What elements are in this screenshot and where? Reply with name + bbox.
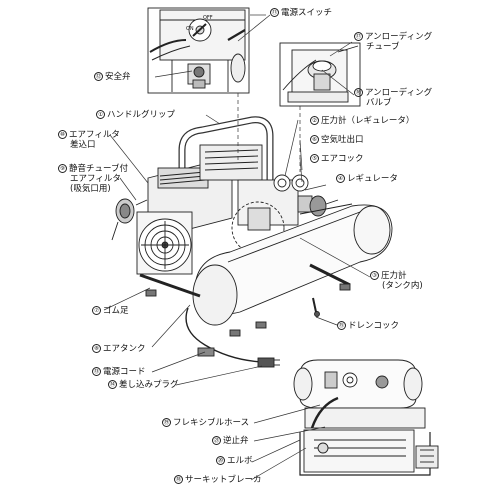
inset-power-switch: [147, 7, 250, 94]
inset-bottom-parts: [293, 359, 439, 476]
switch-off-text: OFF: [203, 15, 213, 21]
inset-unloading-valve: [279, 42, 361, 107]
compressor-main: [111, 116, 393, 368]
switch-on-text: ON: [186, 26, 194, 32]
leader-lines: [103, 14, 371, 481]
